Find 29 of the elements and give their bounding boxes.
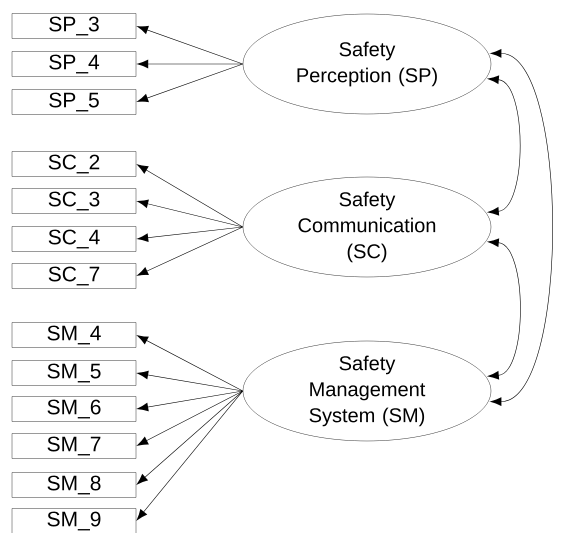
arrow: [137, 60, 244, 68]
indicator-box: SM_6: [12, 396, 136, 422]
arrow: [137, 226, 244, 242]
indicator-box: SM_4: [12, 322, 136, 348]
arrow: [137, 64, 244, 102]
indicator-box: SM_9: [12, 508, 136, 533]
indicator-box: SP_3: [12, 13, 136, 39]
indicator-box: SM_5: [12, 360, 136, 386]
arrow: [136, 390, 244, 484]
arrow: [137, 26, 244, 64]
indicator-box: SM_7: [12, 433, 136, 459]
covariance-arrow: [488, 75, 520, 216]
arrow: [136, 390, 244, 520]
arrow: [137, 335, 244, 392]
covariance-arrow: [490, 49, 553, 406]
indicator-box: SC_3: [12, 188, 136, 214]
arrow: [137, 370, 244, 392]
arrow: [137, 390, 244, 412]
indicator-box: SM_8: [12, 472, 136, 498]
arrow: [137, 200, 244, 228]
indicator-box: SC_2: [12, 151, 136, 177]
indicator-box: SP_4: [12, 51, 136, 77]
indicator-box: SP_5: [12, 89, 136, 115]
indicator-box: SC_7: [12, 263, 136, 289]
indicator-box: SC_4: [12, 226, 136, 252]
arrow: [137, 390, 244, 446]
arrow: [137, 226, 244, 276]
arrow: [136, 164, 244, 228]
covariance-arrow: [488, 238, 521, 380]
